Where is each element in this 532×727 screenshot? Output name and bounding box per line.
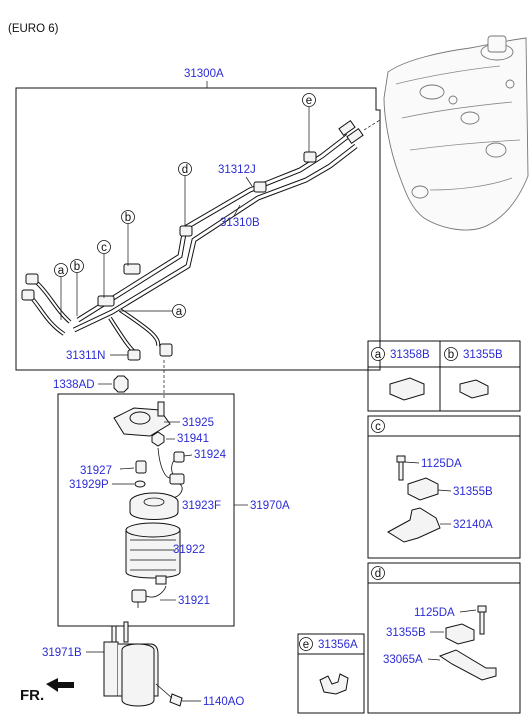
callout-c-top: c: [97, 240, 111, 298]
label-31925: 31925: [182, 417, 214, 429]
line-connectors: [21, 119, 381, 361]
label-31929P: 31929P: [69, 479, 109, 491]
heater-31923F: [129, 492, 179, 520]
oring-31929P: [134, 480, 146, 488]
bolt-1140AO: [155, 683, 183, 707]
bolt-1125DA-d: [477, 605, 487, 635]
panel-d-header: d: [371, 566, 385, 580]
callout-e-top: e: [302, 93, 316, 152]
panel-c-header: c: [371, 419, 385, 433]
label-33065A: 33065A: [383, 654, 423, 666]
clip-31358B: [389, 377, 425, 401]
label-31922: 31922: [173, 544, 205, 556]
svg-text:c: c: [101, 242, 107, 254]
callout-d-top: d: [178, 162, 192, 226]
callout-b-left: b: [70, 259, 84, 316]
label-31927: 31927: [80, 465, 112, 477]
svg-text:a: a: [58, 265, 65, 277]
svg-text:c: c: [375, 421, 381, 433]
panel-ab: [367, 340, 521, 412]
front-label: FR.: [20, 687, 44, 704]
label-1140AO: 1140AO: [203, 696, 244, 708]
label-31924: 31924: [194, 449, 227, 461]
nut-1338AD: [113, 375, 129, 393]
svg-text:a: a: [375, 349, 382, 361]
bracket-31971B: [103, 621, 159, 707]
bolt-1125DA-c: [396, 455, 406, 481]
panel-d: [367, 562, 521, 714]
fuel-tank: [383, 35, 529, 231]
variant-label: (EURO 6): [8, 23, 59, 35]
label-31310B: 31310B: [220, 217, 260, 229]
label-31300A: 31300A: [184, 68, 224, 80]
plug-31927: [135, 460, 147, 474]
panel-e: [297, 633, 365, 714]
label-32140A: 32140A: [453, 519, 493, 531]
label-1338AD: 1338AD: [53, 379, 95, 391]
label-31921: 31921: [178, 595, 210, 607]
svg-text:31358B: 31358B: [390, 349, 430, 361]
front-arrow-icon: [46, 678, 74, 692]
callout-b-top: b: [121, 210, 135, 266]
filter-box: [57, 393, 235, 627]
panel-b-header: b 31355B: [444, 347, 503, 361]
svg-text:d: d: [182, 164, 188, 176]
label-31355B-c: 31355B: [453, 486, 493, 498]
panel-c: [367, 415, 521, 559]
svg-text:e: e: [303, 639, 309, 651]
clip-31356A: [319, 673, 349, 695]
callout-a-right: a: [120, 304, 186, 318]
fitting-31941: [151, 431, 165, 447]
svg-text:e: e: [306, 95, 312, 107]
svg-text:a: a: [176, 306, 183, 318]
panel-a-header: a 31358B: [371, 347, 430, 361]
label-31311N: 31311N: [66, 350, 105, 362]
label-31971B: 31971B: [42, 647, 82, 659]
clip-31355B: [459, 379, 489, 399]
svg-text:b: b: [74, 261, 80, 273]
callout-a-left: a: [54, 263, 68, 320]
label-1125DA-d: 1125DA: [414, 607, 455, 619]
sensor-harness-31924: [157, 447, 185, 499]
label-31923F: 31923F: [182, 500, 221, 512]
label-31941: 31941: [177, 433, 209, 445]
filter-head: [113, 401, 171, 437]
svg-text:b: b: [448, 349, 454, 361]
bracket-32140A: [387, 507, 441, 543]
assembly-box: [15, 87, 381, 371]
bracket-33065A: [438, 649, 497, 681]
sensor-31921: [131, 585, 167, 608]
svg-text:31356A: 31356A: [318, 639, 358, 651]
label-31970A: 31970A: [250, 500, 290, 512]
panel-e-header: e 31356A: [299, 637, 358, 651]
label-1125DA-c: 1125DA: [421, 458, 462, 470]
svg-text:b: b: [125, 212, 131, 224]
clip-31355B-d: [445, 623, 475, 645]
svg-text:31355B: 31355B: [463, 349, 503, 361]
clip-31355B-c: [407, 477, 439, 501]
svg-text:d: d: [375, 568, 381, 580]
label-31355B-d: 31355B: [386, 627, 426, 639]
label-31312J: 31312J: [218, 164, 256, 176]
filter-cartridge-31922: [125, 522, 181, 585]
